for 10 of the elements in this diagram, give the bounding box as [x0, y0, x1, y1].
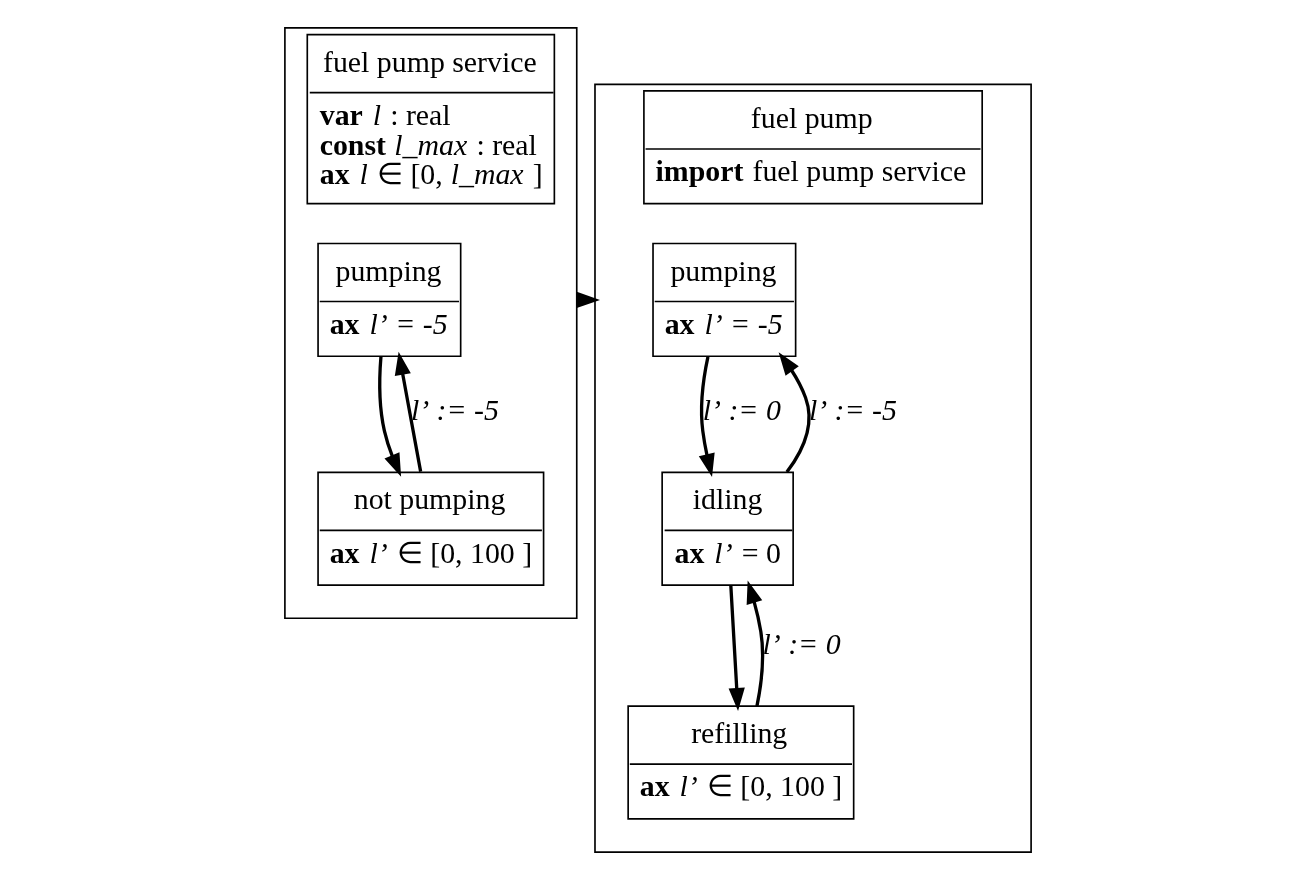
arrow	[698, 356, 715, 477]
arrow	[746, 580, 764, 707]
edge-label: l’ := -5	[808, 392, 897, 426]
arrow	[778, 352, 811, 474]
edge-label: l’ := -5	[410, 392, 499, 426]
arrow	[394, 351, 422, 472]
arrow	[728, 585, 745, 712]
arrow	[377, 356, 401, 477]
edge-label: l’ := 0	[702, 392, 781, 426]
edge-label: l’ := 0	[761, 626, 841, 660]
